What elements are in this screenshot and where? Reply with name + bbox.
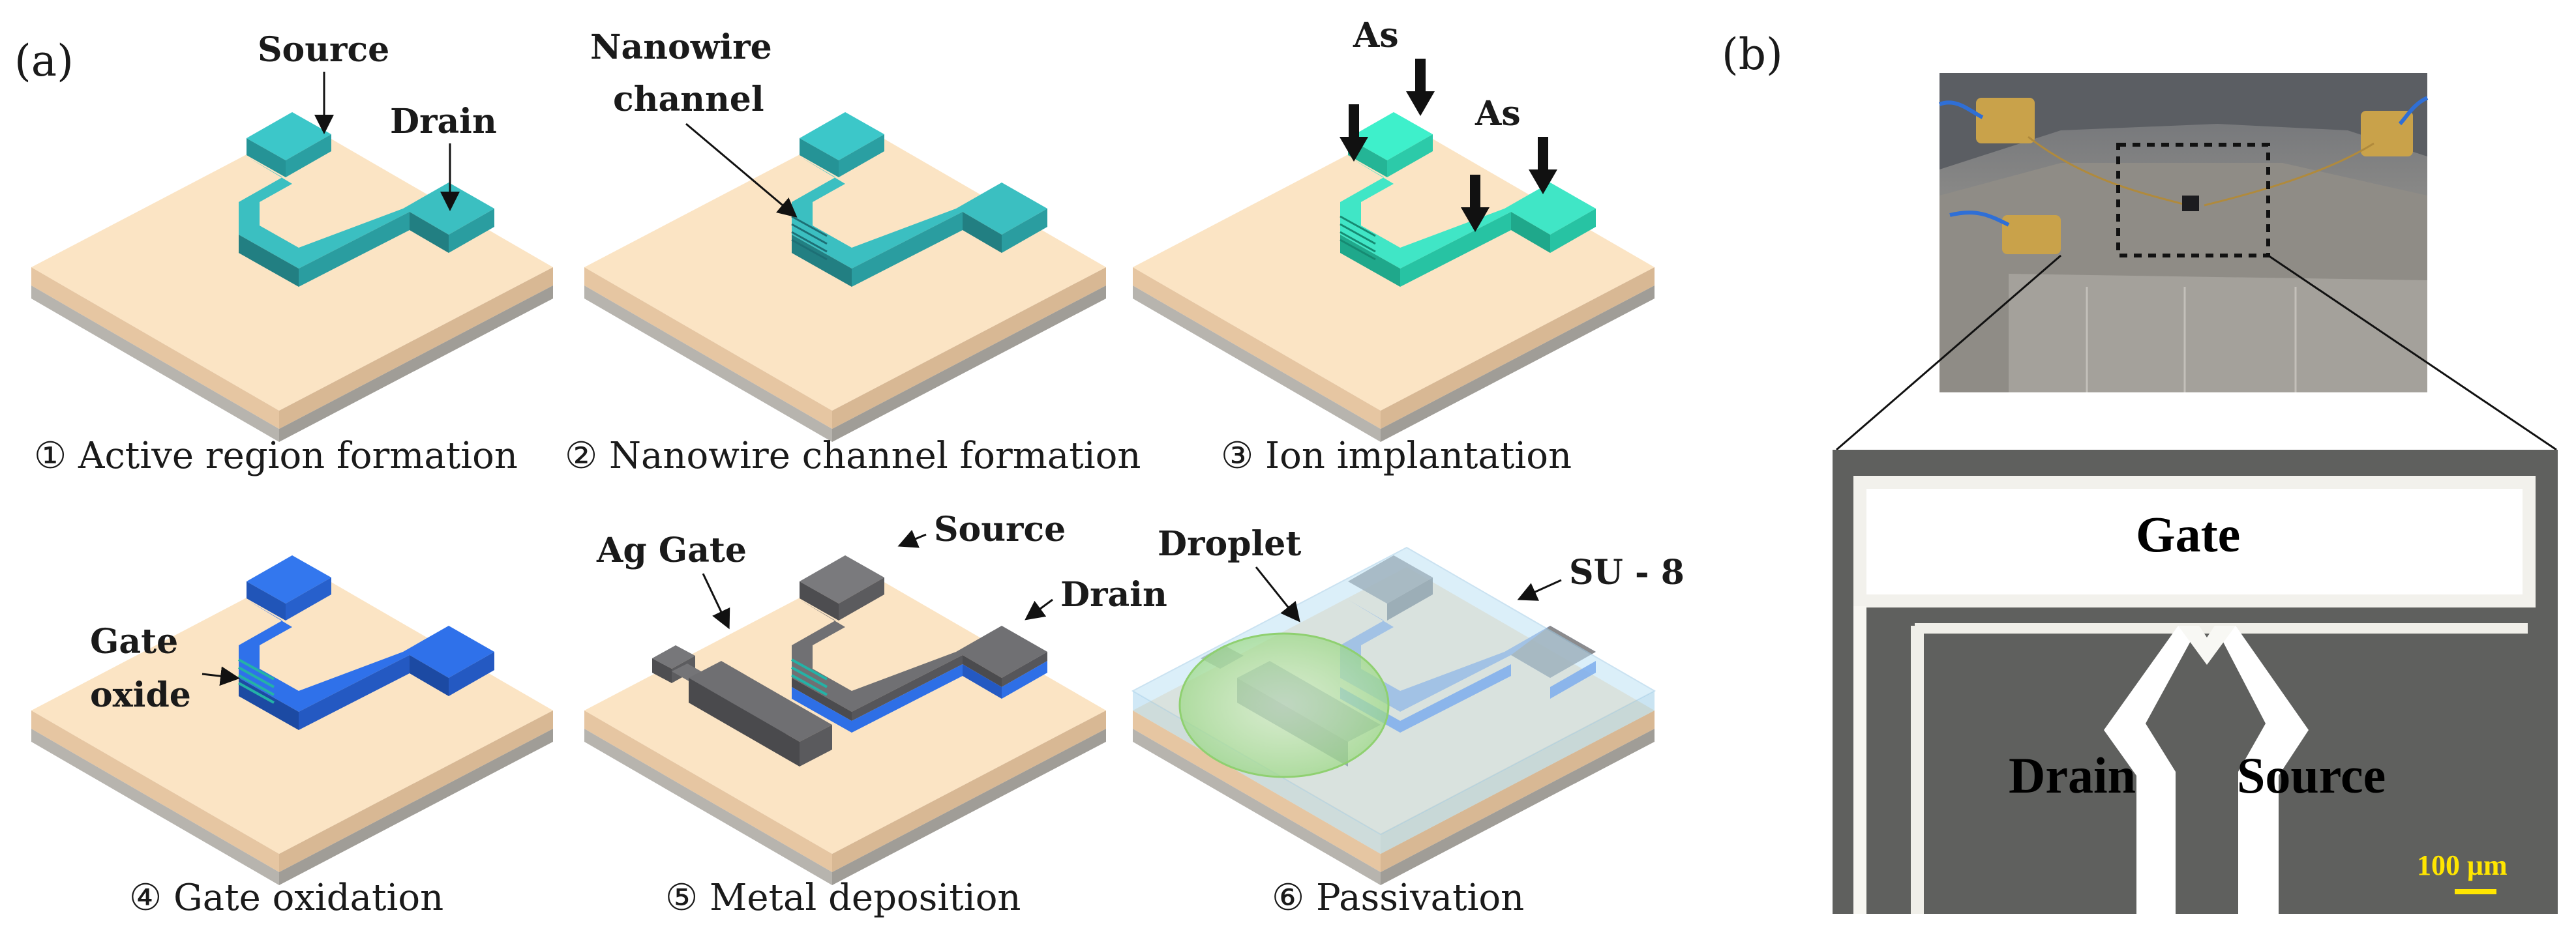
device-photo — [1938, 73, 2429, 392]
caption-step-1: ① Active region formation — [34, 435, 518, 477]
label-ag-gate: Ag Gate — [596, 531, 747, 570]
zoom-line-right — [2268, 254, 2557, 451]
chip-step-2 — [584, 112, 1106, 442]
scale-bar — [2455, 889, 2496, 894]
ag-gate-metal — [652, 645, 832, 767]
label-oxide: oxide — [90, 675, 191, 715]
caption-step-3: ③ Ion implantation — [1221, 435, 1572, 477]
label-nanowire: Nanowire — [590, 27, 772, 67]
implant-arrows — [1340, 59, 1557, 232]
arrow-gate-oxide — [202, 666, 240, 686]
label-su8: SU - 8 — [1569, 553, 1685, 592]
arrow-nanowire — [685, 123, 798, 218]
label-as-1: As — [1353, 16, 1399, 55]
label-as-2: As — [1475, 94, 1521, 134]
implanted-si — [1340, 112, 1596, 287]
label-drain-metal: Drain — [1060, 575, 1167, 615]
chip-die — [2182, 196, 2199, 211]
nanowire-lines — [791, 215, 828, 261]
panel-b-label: (b) — [1722, 29, 1783, 80]
chip-step-1 — [31, 112, 553, 442]
label-channel: channel — [613, 80, 764, 119]
arrow-ag-gate — [702, 573, 730, 630]
arrow-droplet — [1255, 566, 1300, 622]
caption-step-5: ⑤ Metal deposition — [665, 877, 1021, 919]
chip-step-3 — [1133, 112, 1655, 442]
micro-drain-label: Drain — [2009, 747, 2136, 804]
arrow-drain-metal — [1025, 598, 1053, 621]
si-structure — [791, 112, 1047, 287]
chip-step-5 — [584, 555, 1106, 885]
droplet — [1178, 632, 1390, 778]
arrow-source-metal — [897, 529, 927, 548]
drain-electrode — [2104, 626, 2199, 914]
scale-bar-label: 100 μm — [2417, 849, 2508, 881]
label-gate: Gate — [90, 622, 178, 662]
source-electrode — [2215, 626, 2309, 914]
micrograph: Gate Drain Source 100 μm — [1833, 450, 2558, 914]
arrow-su8 — [1517, 579, 1562, 601]
chip-step-6 — [1131, 546, 1656, 885]
oxidized-si — [238, 555, 494, 730]
probe-clips — [1938, 96, 2429, 254]
micro-source-label: Source — [2237, 747, 2386, 804]
caption-step-4: ④ Gate oxidation — [129, 877, 443, 919]
label-source-metal: Source — [934, 510, 1066, 549]
label-source: Source — [258, 30, 389, 70]
label-droplet: Droplet — [1158, 524, 1301, 564]
zoom-box — [2116, 143, 2270, 257]
active-region-si — [239, 112, 494, 287]
label-drain: Drain — [390, 102, 497, 141]
chip-step-4 — [31, 555, 553, 885]
micro-gate-label: Gate — [2136, 506, 2240, 563]
caption-step-6: ⑥ Passivation — [1272, 877, 1524, 919]
zoom-line-left — [1836, 254, 2061, 451]
caption-step-2: ② Nanowire channel formation — [565, 435, 1141, 477]
panel-a-label: (a) — [14, 36, 74, 86]
source-drain-metal — [791, 555, 1047, 733]
